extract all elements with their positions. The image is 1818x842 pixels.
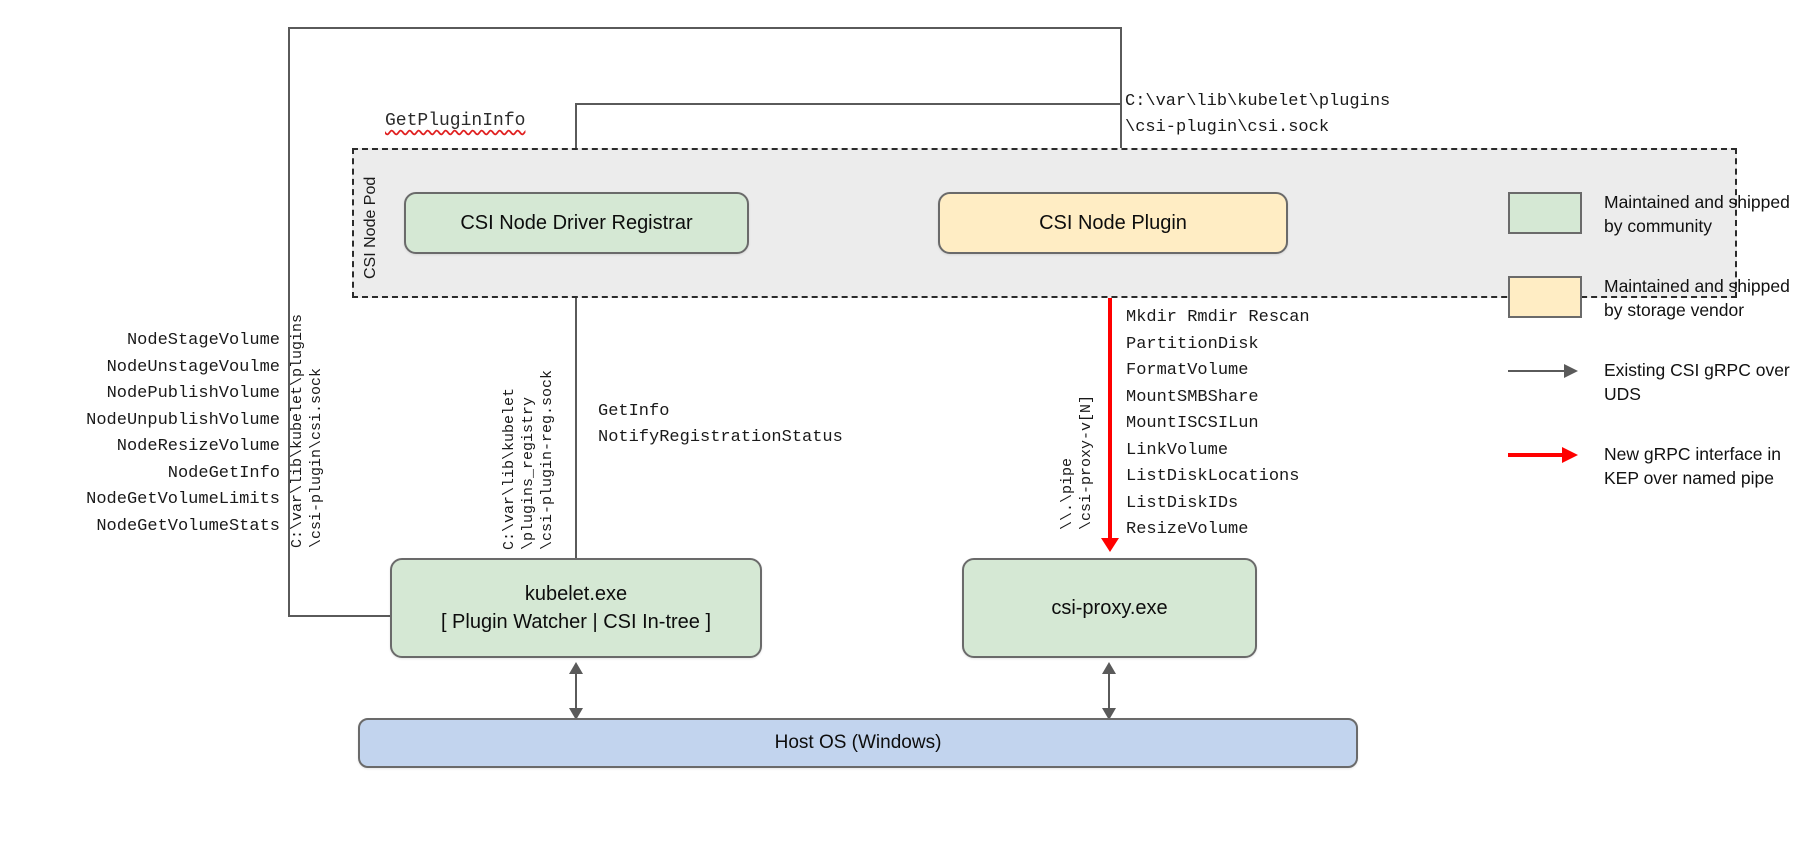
node-csi-proxy-exe[interactable]: csi-proxy.exe — [962, 558, 1257, 658]
legend-label-new-grpc: New gRPC interface in KEP over named pip… — [1604, 444, 1782, 488]
node-host-os-label: Host OS (Windows) — [774, 732, 942, 753]
connector-kubelet-to-registrar-vertical — [575, 268, 577, 560]
label-registration-rpcs: GetInfo NotifyRegistrationStatus — [598, 402, 843, 447]
label-get-plugin-info: GetPluginInfo — [385, 111, 526, 131]
legend-key-existing-csi — [1508, 358, 1590, 382]
connector-kubelet-hostos-arrow-down — [569, 708, 583, 720]
connector-plugin-to-proxy-arrowhead — [1101, 538, 1119, 552]
connector-kubelet-to-plugin-left-vertical — [288, 27, 290, 617]
legend-key-community — [1508, 190, 1590, 234]
legend-item-community: Maintained and shipped by community — [1508, 190, 1808, 238]
connector-kubelet-hostos-arrow-up — [569, 662, 583, 674]
label-node-service-rpcs: NodeStageVolume NodeUnstageVoulme NodePu… — [86, 331, 280, 536]
node-csi-node-driver-registrar[interactable]: CSI Node Driver Registrar — [404, 192, 749, 254]
legend-label-existing-csi: Existing CSI gRPC over UDS — [1604, 360, 1790, 404]
connector-getplugininfo-horizontal — [575, 103, 1122, 105]
node-kubelet-exe-subtitle: [ Plugin Watcher | CSI In-tree ] — [440, 611, 712, 633]
legend-label-storage-vendor: Maintained and shipped by storage vendor — [1604, 276, 1790, 320]
connector-kubelet-left-stub — [288, 615, 392, 617]
connector-proxy-to-hostos-line — [1108, 672, 1110, 718]
csi-node-pod-label: CSI Node Pod — [362, 176, 379, 280]
gray-arrow-icon — [1508, 360, 1582, 382]
node-kubelet-exe-title: kubelet.exe — [524, 583, 628, 605]
label-csi-proxy-rpcs: Mkdir Rmdir Rescan PartitionDisk FormatV… — [1126, 308, 1310, 539]
label-named-pipe-path: \\.\pipe \csi-proxy-v[N] — [1059, 394, 1095, 530]
node-kubelet-exe[interactable]: kubelet.exe [ Plugin Watcher | CSI In-tr… — [390, 558, 762, 658]
connector-kubelet-to-hostos-line — [575, 672, 577, 718]
connector-proxy-hostos-arrow-down — [1102, 708, 1116, 720]
legend-label-community: Maintained and shipped by community — [1604, 192, 1790, 236]
label-plugins-registry-path: C:\var\lib\kubelet \plugins_registry \cs… — [501, 369, 556, 550]
legend-item-storage-vendor: Maintained and shipped by storage vendor — [1508, 274, 1808, 322]
node-csi-node-plugin[interactable]: CSI Node Plugin — [938, 192, 1288, 254]
legend: Maintained and shipped by community Main… — [1508, 190, 1808, 526]
red-arrow-icon — [1508, 444, 1582, 466]
legend-key-new-grpc — [1508, 442, 1590, 466]
legend-item-new-grpc: New gRPC interface in KEP over named pip… — [1508, 442, 1808, 490]
legend-swatch-green — [1508, 192, 1582, 234]
node-host-os[interactable]: Host OS (Windows) — [358, 718, 1358, 768]
label-plugin-socket-path: C:\var\lib\kubelet\plugins \csi-plugin\c… — [1125, 92, 1391, 137]
legend-swatch-yellow — [1508, 276, 1582, 318]
label-uds-path-kubelet-plugin: C:\var\lib\kubelet\plugins \csi-plugin\c… — [289, 313, 325, 548]
legend-item-existing-csi: Existing CSI gRPC over UDS — [1508, 358, 1808, 406]
connector-kubelet-to-plugin-top-horizontal — [288, 27, 1122, 29]
connector-plugin-to-proxy-red-line — [1108, 254, 1112, 540]
node-csi-node-driver-registrar-label: CSI Node Driver Registrar — [460, 212, 693, 234]
node-csi-node-plugin-label: CSI Node Plugin — [1039, 212, 1187, 234]
legend-key-storage-vendor — [1508, 274, 1590, 318]
connector-proxy-hostos-arrow-up — [1102, 662, 1116, 674]
node-csi-proxy-exe-label: csi-proxy.exe — [1051, 597, 1168, 619]
